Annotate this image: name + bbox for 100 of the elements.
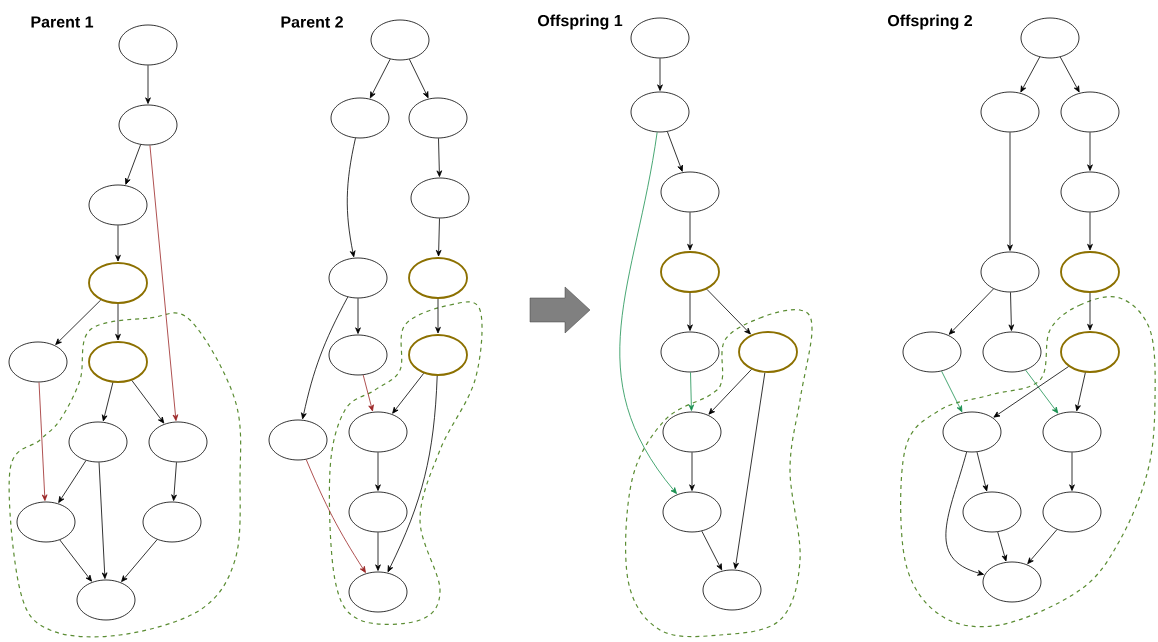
arrow [125, 144, 141, 185]
ellipse-node [408, 97, 468, 139]
ellipse-node [118, 24, 178, 66]
ellipse-node [660, 251, 720, 293]
panel-title: Parent 1 [31, 16, 94, 28]
ellipse-node [16, 501, 76, 543]
arrow [687, 292, 693, 331]
arrow [369, 58, 391, 99]
arrow [435, 218, 442, 257]
arrow [38, 382, 48, 501]
ellipse-node [942, 411, 1002, 453]
arrow [1087, 212, 1093, 251]
arrow [688, 372, 695, 411]
panel-title: Parent 2 [281, 16, 343, 28]
ellipse-node [88, 262, 148, 304]
arrow [667, 131, 683, 172]
ellipse-node [328, 257, 388, 299]
ellipse-node [738, 331, 798, 373]
arrow [657, 58, 663, 91]
arrow [346, 137, 356, 258]
arrow [131, 380, 165, 424]
panel-title: Offspring 2 [888, 14, 972, 30]
arrow [1008, 292, 1015, 331]
arrow [58, 460, 87, 503]
arrow [98, 462, 108, 579]
ellipse-node [630, 91, 690, 133]
ellipse-node [88, 184, 148, 226]
arrow [993, 366, 1069, 418]
arrow [171, 461, 177, 501]
arrow [375, 532, 381, 571]
ellipse-node [76, 579, 136, 621]
ellipse-node [408, 257, 468, 299]
ellipse-node [662, 411, 722, 453]
ellipse-node [348, 491, 408, 533]
ellipse-node [662, 491, 722, 533]
ellipse-node [348, 411, 408, 453]
arrow [1087, 292, 1093, 331]
arrow [145, 65, 151, 104]
arrow [687, 212, 693, 251]
ellipse-node [8, 341, 68, 383]
ellipse-node [408, 334, 468, 376]
ellipse-node [660, 171, 720, 213]
ellipse-node [268, 419, 328, 461]
arrow [1020, 56, 1041, 93]
ellipse-node [1042, 491, 1102, 533]
ellipse-node [1060, 171, 1120, 213]
ellipse-node [982, 331, 1042, 373]
arrow [149, 144, 179, 421]
arrow [115, 303, 121, 341]
arrow [1059, 56, 1080, 93]
ellipse-node [982, 561, 1042, 603]
ellipse-node [1020, 17, 1080, 59]
ellipse-node [142, 501, 202, 543]
arrow [1069, 452, 1075, 491]
arrow [59, 539, 92, 582]
ellipse-node [410, 177, 470, 219]
ellipse-node [962, 491, 1022, 533]
ellipse-node [348, 571, 408, 613]
arrow [436, 138, 443, 177]
panel-title: Offspring 1 [538, 14, 623, 30]
arrow [976, 451, 989, 492]
ellipse-node [328, 334, 388, 376]
arrow [409, 58, 429, 99]
arrow [375, 452, 381, 491]
arrow [392, 373, 425, 414]
arrow [362, 374, 374, 412]
arrow [945, 451, 984, 576]
arrow [301, 296, 349, 420]
ellipse-node [902, 331, 962, 373]
arrow [1075, 372, 1086, 412]
arrow [101, 382, 114, 422]
ellipse-node [88, 341, 148, 383]
arrow [948, 288, 994, 335]
ellipse-node [370, 19, 430, 61]
arrow [1027, 529, 1058, 565]
arrow [387, 375, 438, 573]
arrow [115, 225, 121, 262]
arrow [941, 370, 963, 413]
arrow [355, 298, 361, 334]
arrow [121, 539, 158, 582]
arrow [1007, 132, 1013, 251]
ellipse-node [1042, 411, 1102, 453]
ellipse-node [660, 331, 720, 373]
ellipse-node [980, 251, 1040, 293]
ellipse-node [630, 17, 690, 59]
arrow [1025, 369, 1059, 414]
arrow [435, 298, 441, 334]
ellipse-node [1060, 251, 1120, 293]
arrow [708, 369, 752, 415]
arrow [689, 452, 695, 491]
arrow [55, 299, 102, 345]
arrow [619, 131, 677, 494]
arrow [701, 530, 723, 571]
ellipse-node [702, 569, 762, 611]
ellipse-node [1060, 91, 1120, 133]
arrow [706, 288, 751, 335]
ellipse-node [68, 421, 128, 463]
ellipse-node [118, 104, 178, 146]
arrow [1087, 132, 1093, 171]
arrow [997, 531, 1008, 562]
